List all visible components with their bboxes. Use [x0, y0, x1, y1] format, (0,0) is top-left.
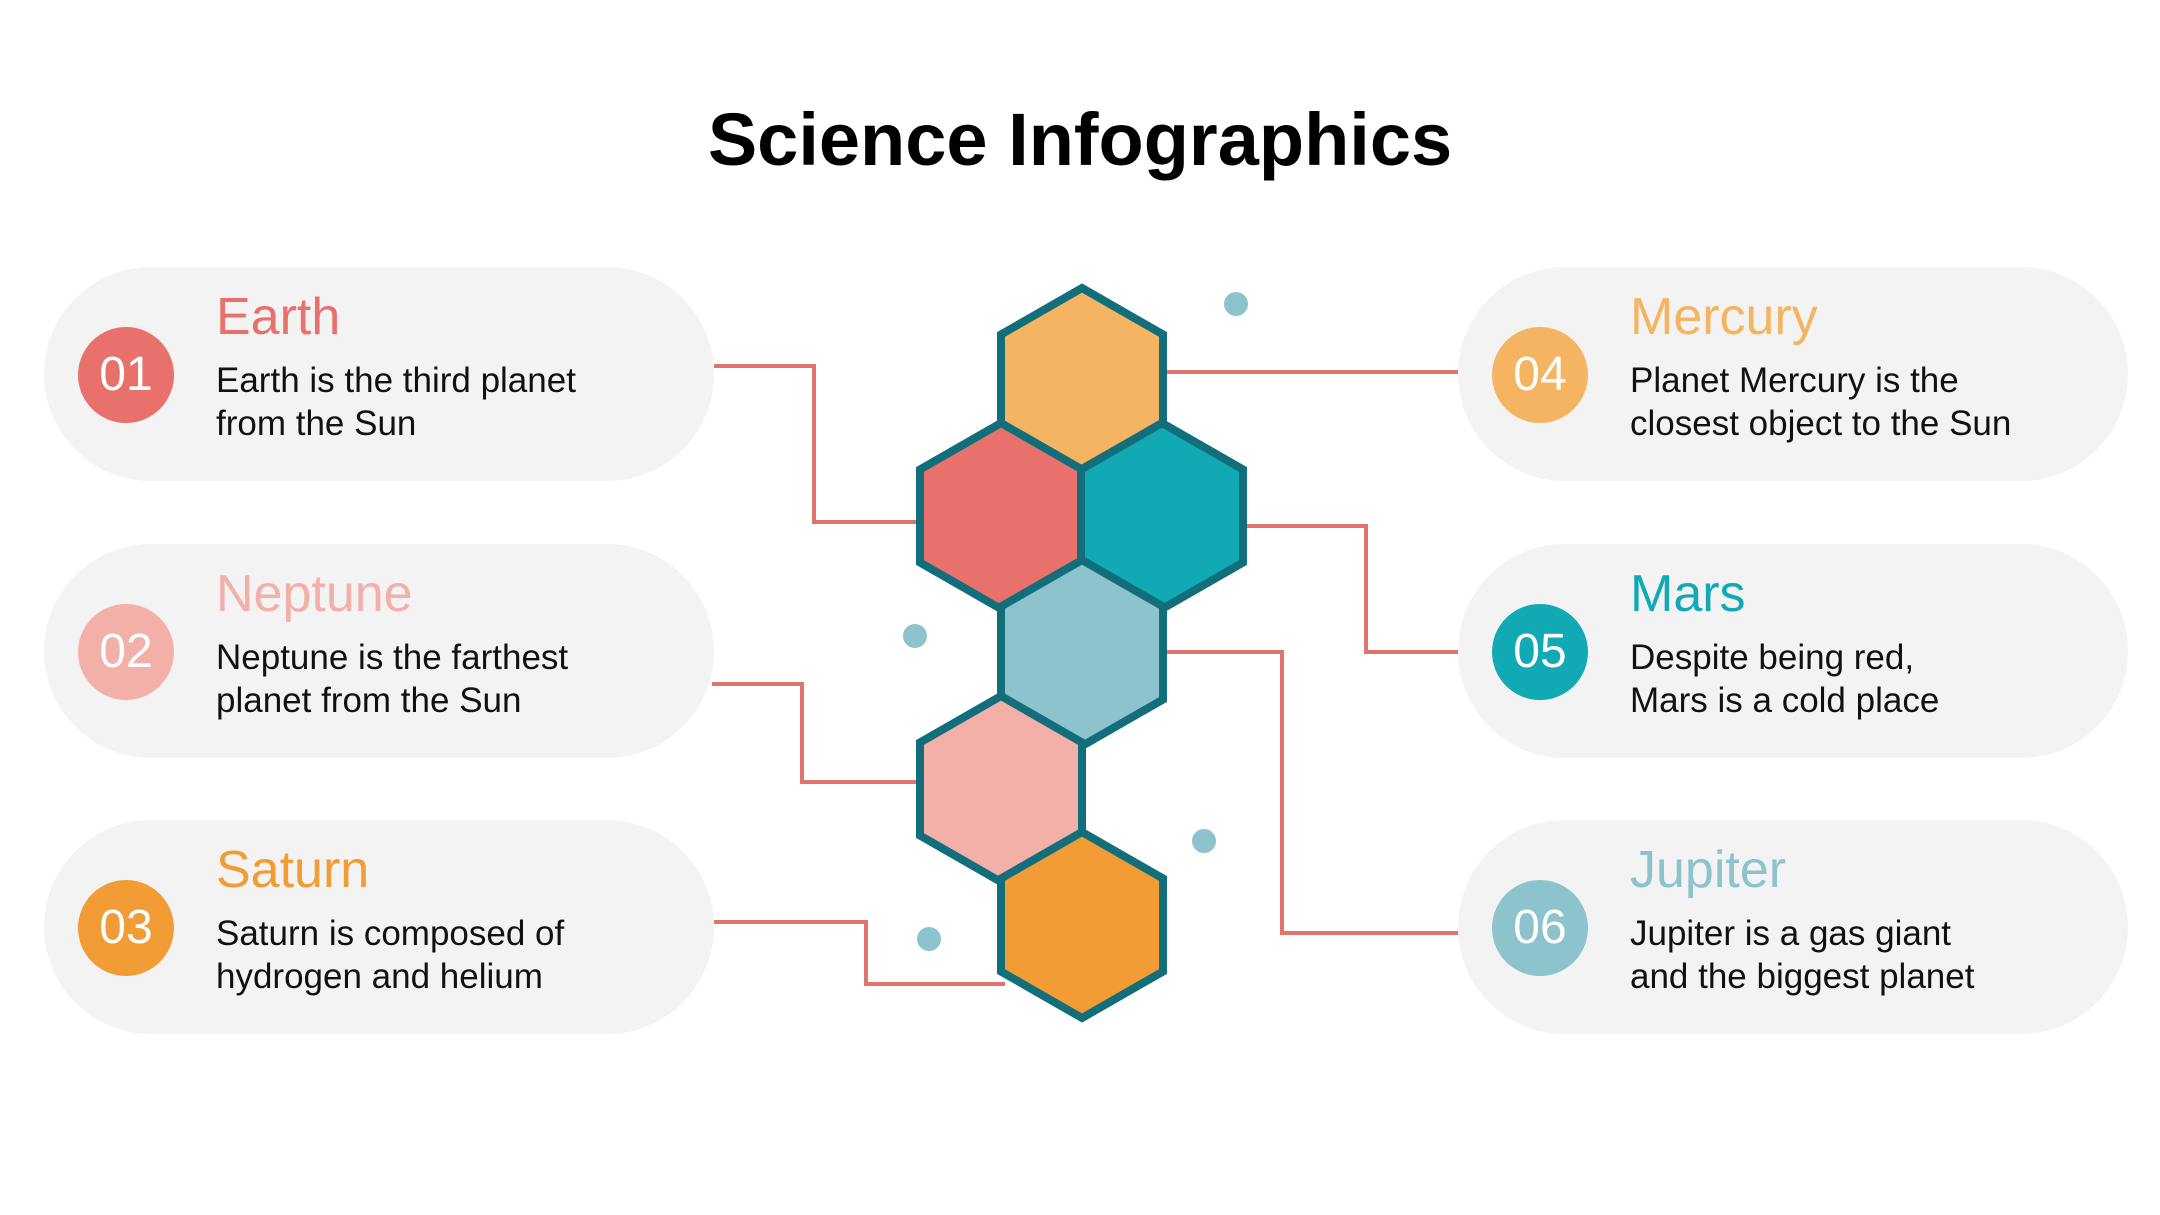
dot	[1192, 829, 1216, 853]
number-badge: 01	[78, 327, 174, 423]
description-line: Earth is the third planet	[216, 361, 576, 400]
description-line: Mars is a cold place	[1630, 681, 1940, 720]
number-badge: 05	[1492, 604, 1588, 700]
card-title: Saturn	[216, 841, 370, 899]
number-badge: 04	[1492, 327, 1588, 423]
description-line: Despite being red,	[1630, 638, 1915, 677]
hexagon-saturn	[997, 827, 1167, 1023]
description-line: Saturn is composed of	[216, 914, 565, 953]
connector-mars	[1243, 524, 1458, 654]
description-line: Neptune is the farthest	[216, 638, 569, 677]
description-line: Jupiter is a gas giant	[1630, 914, 1952, 953]
description-line: from the Sun	[216, 404, 417, 443]
decorative-dots	[903, 292, 1248, 951]
card-title: Neptune	[216, 565, 413, 623]
description-line: planet from the Sun	[216, 681, 522, 720]
dot	[903, 624, 927, 648]
card-title: Mars	[1630, 565, 1746, 623]
connector-lines	[712, 364, 1458, 986]
card-description: Jupiter is a gas giant and the biggest p…	[1630, 912, 2110, 998]
number-badge: 02	[78, 604, 174, 700]
card-description: Earth is the third planet from the Sun	[216, 359, 696, 445]
connector-jupiter	[1163, 650, 1458, 935]
description-line: hydrogen and helium	[216, 957, 543, 996]
card-title: Mercury	[1630, 288, 1818, 346]
card-description: Despite being red, Mars is a cold place	[1630, 636, 2110, 722]
description-line: closest object to the Sun	[1630, 404, 2012, 443]
card-jupiter: 06 Jupiter Jupiter is a gas giant and th…	[1458, 820, 2128, 1034]
number-badge: 06	[1492, 880, 1588, 976]
card-title: Earth	[216, 288, 341, 346]
card-description: Saturn is composed of hydrogen and heliu…	[216, 912, 696, 998]
number-badge: 03	[78, 880, 174, 976]
card-description: Neptune is the farthest planet from the …	[216, 636, 696, 722]
dot	[917, 927, 941, 951]
description-line: Planet Mercury is the	[1630, 361, 1959, 400]
hexagons	[916, 283, 1247, 1023]
card-neptune: 02 Neptune Neptune is the farthest plane…	[44, 544, 714, 758]
dot	[1224, 292, 1248, 316]
page-title: Science Infographics	[707, 98, 1453, 181]
connector-neptune	[712, 682, 920, 784]
description-line: and the biggest planet	[1630, 957, 1975, 996]
card-mars: 05 Mars Despite being red, Mars is a col…	[1458, 544, 2128, 758]
connector-earth	[714, 364, 920, 524]
card-description: Planet Mercury is the closest object to …	[1630, 359, 2110, 445]
card-title: Jupiter	[1630, 841, 1787, 899]
connector-saturn	[714, 920, 1005, 986]
card-earth: 01 Earth Earth is the third planet from …	[44, 267, 714, 481]
card-mercury: 04 Mercury Planet Mercury is the closest…	[1458, 267, 2128, 481]
card-saturn: 03 Saturn Saturn is composed of hydrogen…	[44, 820, 714, 1034]
